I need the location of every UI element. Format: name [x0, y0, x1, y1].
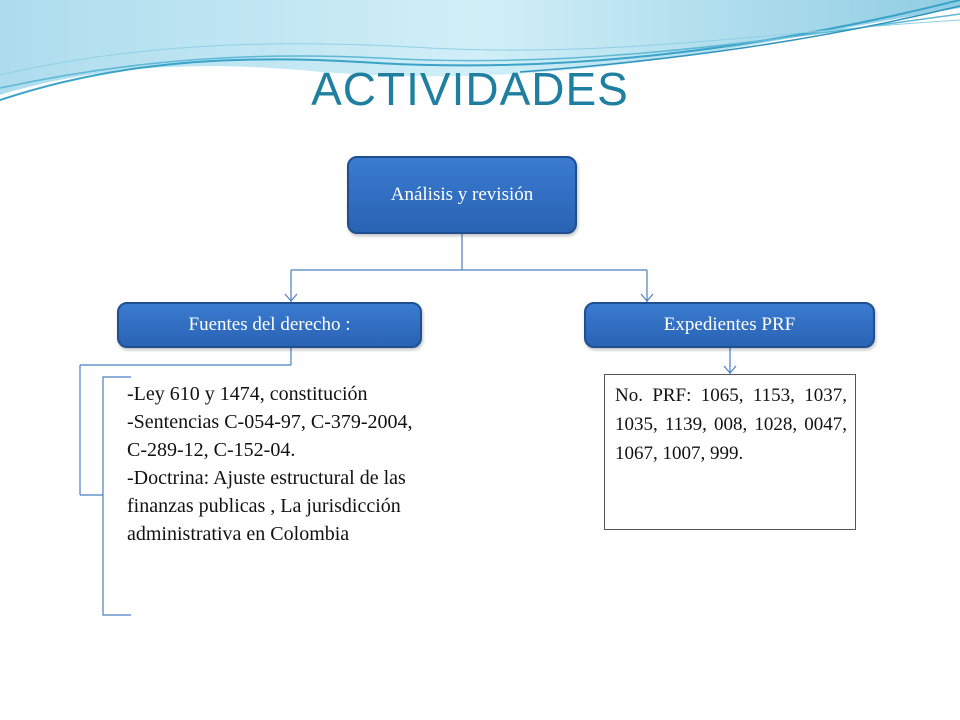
fuente-doctrina: -Doctrina: Ajuste estructural de las fin… — [127, 467, 406, 545]
node-fuentes-derecho: Fuentes del derecho : — [117, 302, 422, 348]
decorative-wave — [0, 0, 960, 101]
prf-list-text: No. PRF: 1065, 1153, 1037, 1035, 1139, 0… — [615, 385, 847, 464]
node-analisis-revision: Análisis y revisión — [347, 156, 577, 234]
fuentes-list: -Ley 610 y 1474, constitución -Sentencia… — [127, 380, 437, 548]
node-expedientes-prf-label: Expedientes PRF — [663, 314, 796, 335]
page-title: ACTIVIDADES — [311, 63, 629, 115]
prf-list-box: No. PRF: 1065, 1153, 1037, 1035, 1139, 0… — [604, 374, 856, 530]
node-analisis-revision-label: Análisis y revisión — [390, 184, 534, 205]
node-expedientes-prf: Expedientes PRF — [584, 302, 875, 348]
fuente-sentencias: -Sentencias C-054-97, C-379-2004, C-289-… — [127, 411, 413, 461]
fuente-leyes: -Ley 610 y 1474, constitución — [127, 383, 368, 405]
node-fuentes-derecho-label: Fuentes del derecho : — [188, 314, 351, 335]
